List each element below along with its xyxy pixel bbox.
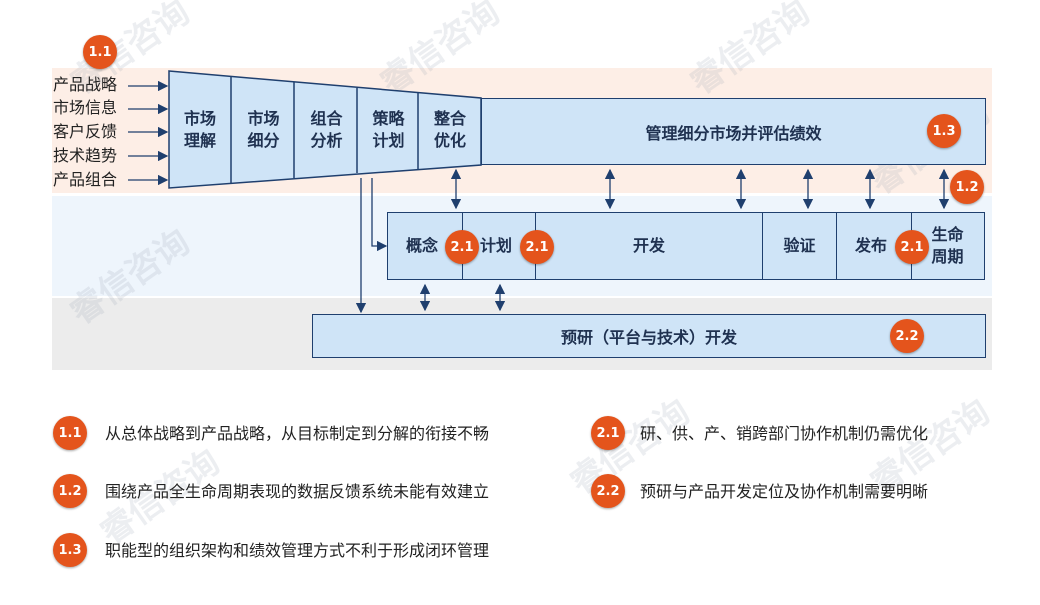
funnel-market-understanding: 市场 理解 bbox=[168, 105, 232, 155]
stage-lifecycle-label: 周期 bbox=[931, 247, 964, 266]
badge-2-1: 2.1 bbox=[895, 230, 929, 264]
funnel-shape bbox=[168, 70, 482, 189]
funnel-label: 策略 bbox=[372, 109, 405, 128]
legend-text: 围绕产品全生命周期表现的数据反馈系统未能有效建立 bbox=[105, 482, 490, 501]
badge-2-2: 2.2 bbox=[890, 319, 924, 353]
funnel-integration-optimization: 整合 优化 bbox=[419, 105, 481, 155]
legend-text: 预研与产品开发定位及协作机制需要明晰 bbox=[640, 482, 929, 501]
legend-badge: 1.3 bbox=[53, 533, 87, 567]
stage-develop: 开发 bbox=[536, 213, 763, 279]
badge-2-1: 2.1 bbox=[445, 230, 479, 264]
legend-badge: 2.1 bbox=[591, 416, 625, 450]
stage-lifecycle-label: 生命 bbox=[931, 225, 964, 244]
input-tech-trends: 技术趋势 bbox=[53, 146, 118, 165]
stage-develop-label: 开发 bbox=[632, 236, 665, 255]
funnel-label: 理解 bbox=[183, 131, 216, 150]
badge-2-1: 2.1 bbox=[520, 230, 554, 264]
stage-concept-label: 概念 bbox=[406, 236, 439, 255]
funnel-label: 分析 bbox=[310, 131, 343, 150]
research-bar: 预研（平台与技术）开发 bbox=[312, 314, 986, 358]
stage-plan-label: 计划 bbox=[480, 236, 513, 255]
stage-lifecycle: 生命 周期 bbox=[912, 213, 983, 279]
input-product-portfolio: 产品组合 bbox=[53, 170, 118, 189]
process-row: 概念 计划 开发 验证 发布 生命 周期 bbox=[387, 212, 985, 280]
input-customer-feedback: 客户反馈 bbox=[53, 122, 118, 141]
funnel-label: 市场 bbox=[247, 109, 280, 128]
funnel-label: 细分 bbox=[247, 131, 280, 150]
legend-badge: 2.2 bbox=[591, 474, 625, 508]
funnel-label: 计划 bbox=[372, 131, 405, 150]
stage-verify: 验证 bbox=[763, 213, 837, 279]
badge-1-1: 1.1 bbox=[83, 35, 117, 69]
funnel-label: 优化 bbox=[433, 131, 466, 150]
badge-1-3: 1.3 bbox=[927, 114, 961, 148]
legend-text: 研、供、产、销跨部门协作机制仍需优化 bbox=[640, 424, 929, 443]
badge-1-2: 1.2 bbox=[950, 170, 984, 204]
legend-text: 从总体战略到产品战略，从目标制定到分解的衔接不畅 bbox=[105, 424, 490, 443]
segment-management-label: 管理细分市场并评估绩效 bbox=[645, 123, 822, 143]
segment-management-bar: 管理细分市场并评估绩效 bbox=[481, 98, 986, 165]
funnel-label: 组合 bbox=[310, 109, 343, 128]
research-label: 预研（平台与技术）开发 bbox=[560, 328, 737, 347]
input-product-strategy: 产品战略 bbox=[53, 75, 118, 94]
input-market-info: 市场信息 bbox=[53, 98, 118, 117]
legend-badge: 1.2 bbox=[53, 474, 87, 508]
stage-verify-label: 验证 bbox=[783, 236, 816, 255]
funnel-portfolio-analysis: 组合 分析 bbox=[295, 105, 358, 155]
funnel-label: 整合 bbox=[433, 109, 466, 128]
funnel-market-segmentation: 市场 细分 bbox=[232, 105, 295, 155]
legend-badge: 1.1 bbox=[53, 416, 87, 450]
legend-text: 职能型的组织架构和绩效管理方式不利于形成闭环管理 bbox=[105, 541, 490, 560]
funnel-label: 市场 bbox=[183, 109, 216, 128]
stage-release-label: 发布 bbox=[855, 236, 888, 255]
funnel-strategy-plan: 策略 计划 bbox=[358, 105, 419, 155]
